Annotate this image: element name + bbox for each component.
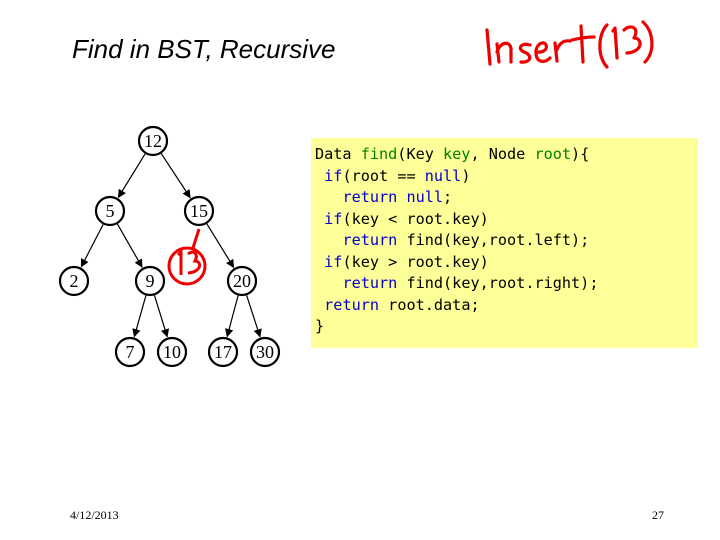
code-line-9: }	[315, 316, 698, 338]
code-token: if	[324, 252, 343, 271]
tree-node-label: 7	[126, 342, 135, 362]
code-token: (key < root.key)	[342, 209, 489, 228]
code-token: ;	[443, 188, 453, 206]
code-line-2: if(root == null)	[315, 166, 698, 188]
code-token: find(key,root.left);	[397, 231, 590, 249]
tree-node-circle	[249, 336, 281, 368]
code-token: )	[461, 166, 471, 185]
code-token	[315, 210, 324, 228]
code-line-4: if(key < root.key)	[315, 209, 698, 231]
tree-node-20: 20	[226, 265, 258, 297]
inserted-node-13	[167, 228, 207, 286]
slide-date: 4/12/2013	[70, 508, 119, 522]
tree-node-label: 9	[146, 271, 155, 291]
tree-node-circle	[156, 336, 188, 368]
code-token: if	[324, 209, 343, 228]
tree-edge-20-30	[246, 295, 262, 338]
code-token: }	[315, 317, 325, 335]
code-line-7: return find(key,root.right);	[315, 273, 698, 295]
tree-node-9: 9	[134, 265, 166, 297]
code-line-3: return null;	[315, 187, 698, 209]
tree-edge-5-9	[116, 223, 143, 268]
code-line-1: Data find(Key key, Node root){	[315, 144, 698, 166]
tree-node-30: 30	[249, 336, 281, 368]
code-token: key	[443, 145, 471, 163]
tree-node-circle	[94, 195, 126, 227]
code-token: (key > root.key)	[342, 252, 489, 271]
tree-node-label: 5	[106, 201, 115, 221]
code-token	[315, 188, 342, 206]
tree-edge-20-17	[225, 295, 239, 338]
code-token: root.data;	[379, 295, 480, 314]
code-line-8: return root.data;	[315, 295, 698, 317]
tree-node-10: 10	[156, 336, 188, 368]
code-line-5: return find(key,root.left);	[315, 230, 698, 252]
insert-note	[485, 20, 654, 69]
tree-node-12: 12	[137, 125, 169, 157]
tree-edge-9-10	[153, 295, 170, 338]
tree-node-circle	[183, 195, 215, 227]
tree-node-label: 12	[144, 131, 162, 151]
code-token: null	[406, 188, 444, 206]
tree-node-2: 2	[58, 265, 90, 297]
tree-node-circle	[114, 336, 146, 368]
code-token	[315, 231, 342, 249]
tree-node-label: 17	[214, 342, 232, 362]
code-token: return	[342, 274, 398, 292]
tree-node-label: 20	[233, 271, 251, 291]
tree-node-label: 15	[190, 201, 208, 221]
tree-edge-12-15	[160, 153, 191, 199]
code-token	[315, 253, 324, 271]
code-token: root	[534, 145, 572, 163]
tree-node-7: 7	[114, 336, 146, 368]
slide-page-number: 27	[652, 508, 664, 522]
tree-node-circle	[58, 265, 90, 297]
code-listing: Data find(Key key, Node root){ if(root =…	[315, 144, 698, 338]
code-token: , Node	[470, 145, 535, 163]
code-token	[315, 296, 324, 314]
tree-node-circle	[134, 265, 166, 297]
code-token: (Key	[397, 145, 444, 163]
code-token: find	[360, 145, 398, 163]
code-token: Data	[315, 145, 361, 163]
code-token: return	[342, 231, 398, 249]
slide-title: Find in BST, Recursive	[72, 34, 336, 64]
code-token: null	[424, 166, 462, 185]
code-token: (root ==	[342, 166, 425, 185]
code-token	[315, 274, 342, 292]
tree-node-circle	[207, 336, 239, 368]
tree-node-5: 5	[94, 195, 126, 227]
code-token: if	[324, 166, 343, 185]
tree-node-circle	[226, 265, 258, 297]
tree-edge-12-5	[117, 153, 146, 199]
code-token: ){	[571, 145, 590, 163]
tree-edge-5-2	[80, 224, 104, 268]
code-token: return	[342, 188, 398, 206]
tree-node-circle	[137, 125, 169, 157]
tree-edge-9-7	[132, 295, 147, 338]
code-line-6: if(key > root.key)	[315, 252, 698, 274]
tree-node-label: 30	[256, 342, 274, 362]
code-token: return	[324, 295, 380, 314]
code-box: Data find(Key key, Node root){ if(root =…	[311, 138, 698, 348]
tree-node-label: 10	[163, 342, 181, 362]
tree-node-17: 17	[207, 336, 239, 368]
tree-node-15: 15	[183, 195, 215, 227]
code-token: find(key,root.right);	[397, 274, 599, 292]
code-token	[315, 167, 324, 185]
tree-node-label: 2	[70, 271, 79, 291]
tree-edge-15-20	[206, 223, 235, 269]
